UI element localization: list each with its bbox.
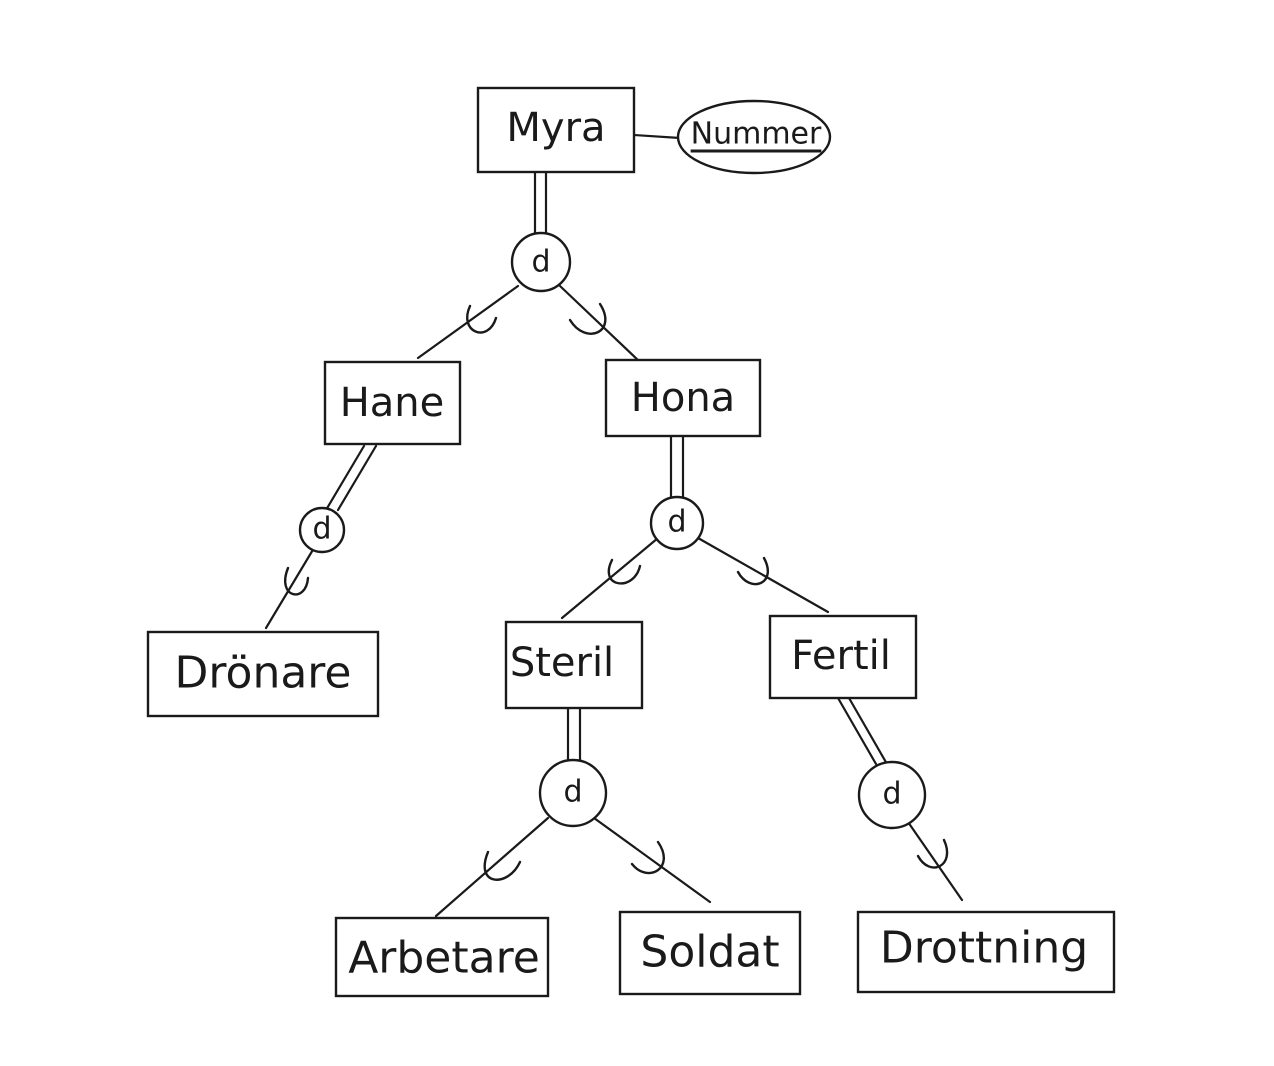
subset-mark-dronare (284, 566, 310, 596)
subset-mark-hane (466, 304, 498, 334)
entity-myra[interactable]: Myra (476, 86, 636, 174)
double-line-fertil-d5 (836, 696, 889, 766)
connector-d4-arbetare (434, 816, 550, 918)
subset-mark-hona (568, 302, 607, 335)
connector-d3-fertil (696, 536, 830, 614)
disjoint-circle-hane: d (298, 506, 346, 554)
entity-fertil-label: Fertil (791, 633, 891, 679)
disjoint-circle-hona: d (649, 495, 705, 551)
double-line-hane-d2 (324, 444, 378, 512)
connector-d2-dronare (264, 546, 316, 630)
disjoint-circle-fertil: d (857, 760, 927, 830)
subset-mark-fertil (736, 556, 770, 586)
entity-hona-label: Hona (631, 375, 735, 421)
entity-dronare-label: Drönare (175, 648, 352, 699)
attribute-nummer-label: Nummer (691, 117, 822, 152)
subset-mark-soldat (630, 840, 665, 875)
entity-drottning[interactable]: Drottning (856, 910, 1116, 994)
entity-soldat-label: Soldat (640, 927, 779, 978)
entity-drottning-label: Drottning (880, 923, 1088, 974)
entity-hane[interactable]: Hane (323, 360, 462, 446)
entity-arbetare[interactable]: Arbetare (334, 916, 550, 998)
connector-d5-drottning (906, 820, 964, 902)
svg-text:d: d (312, 512, 331, 547)
entity-soldat[interactable]: Soldat (618, 910, 802, 996)
entity-myra-label: Myra (506, 105, 605, 151)
disjoint-circle-steril: d (538, 758, 608, 828)
svg-text:d: d (563, 775, 582, 810)
entity-dronare[interactable]: Drönare (146, 630, 380, 718)
connector-d4-soldat (592, 816, 712, 904)
entity-fertil[interactable]: Fertil (768, 614, 918, 700)
subset-mark-drottning (916, 838, 949, 869)
connector-myra-nummer (632, 133, 682, 140)
entity-hane-label: Hane (340, 380, 445, 426)
double-line-steril-d4 (566, 706, 582, 764)
connector-d1-hona (558, 284, 642, 364)
attribute-nummer[interactable]: Nummer (676, 99, 832, 175)
entity-arbetare-label: Arbetare (348, 933, 540, 984)
svg-text:d: d (882, 777, 901, 812)
subset-mark-arbetare (483, 850, 522, 881)
entity-steril[interactable]: Steril (504, 620, 644, 710)
disjoint-circle-myra: d (510, 231, 572, 293)
entity-hona[interactable]: Hona (604, 358, 762, 438)
svg-text:d: d (667, 505, 686, 540)
double-line-hona-d3 (669, 435, 685, 507)
entity-steril-label: Steril (510, 640, 614, 686)
subset-mark-steril (607, 558, 642, 585)
double-line-myra-d1 (533, 170, 548, 238)
svg-text:d: d (531, 245, 550, 280)
